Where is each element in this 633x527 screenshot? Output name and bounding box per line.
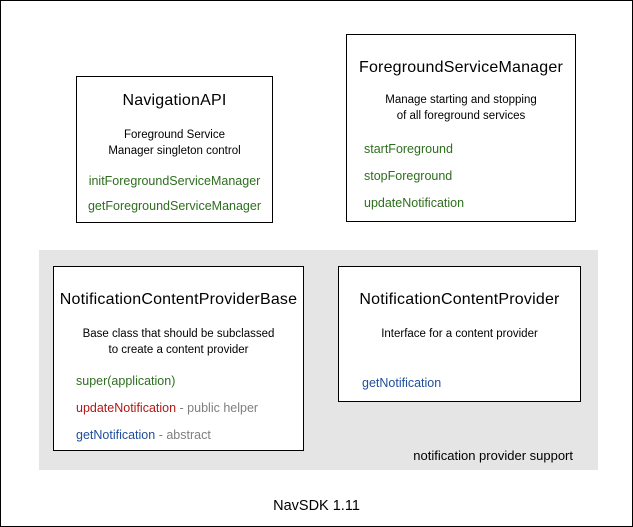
method-initforegroundservicemanager: initForegroundServiceManager <box>88 174 261 188</box>
foregroundservicemanager-description-line: of all foreground services <box>396 110 526 122</box>
navigationapi-description-line: Manager singleton control <box>108 145 241 157</box>
class-box-notificationcontentprovider: NotificationContentProvider Interface fo… <box>338 266 581 402</box>
notificationcontentprovider-title: NotificationContentProvider <box>359 291 560 308</box>
class-box-foregroundservicemanager: ForegroundServiceManager Manage starting… <box>346 34 576 222</box>
navigationapi-methods: initForegroundServiceManager getForegrou… <box>77 175 272 213</box>
method-getnotification-abstract: getNotification - abstract <box>76 429 303 442</box>
sdk-version-label: NavSDK 1.11 <box>273 498 360 514</box>
foregroundservicemanager-title: ForegroundServiceManager <box>358 59 564 76</box>
method-getnotification: getNotification <box>362 376 442 390</box>
method-annotation: - public helper <box>176 401 259 415</box>
method-name: super(application) <box>76 374 176 388</box>
foregroundservicemanager-methods: startForeground stopForeground updateNot… <box>347 143 575 210</box>
foregroundservicemanager-description-line: Manage starting and stopping <box>385 94 537 106</box>
navigationapi-description: Foreground Service Manager singleton con… <box>77 127 272 159</box>
notificationcontentproviderbase-title: NotificationContentProviderBase <box>59 291 298 308</box>
method-annotation: - abstract <box>155 428 211 442</box>
notificationcontentproviderbase-description-line: Base class that should be subclassed <box>82 328 275 340</box>
notificationcontentproviderbase-methods: super(application) updateNotification - … <box>54 375 303 442</box>
navigationapi-description-line: Foreground Service <box>124 129 225 141</box>
class-box-notificationcontentproviderbase: NotificationContentProviderBase Base cla… <box>53 266 304 451</box>
method-startforeground: startForeground <box>364 142 453 156</box>
method-super-application: super(application) <box>76 375 303 388</box>
notificationcontentproviderbase-description-line: to create a content provider <box>108 344 249 356</box>
method-updatenotification: updateNotification <box>364 196 465 210</box>
foregroundservicemanager-description: Manage starting and stopping of all fore… <box>347 92 575 124</box>
method-getforegroundservicemanager: getForegroundServiceManager <box>87 199 262 213</box>
notificationcontentprovider-description: Interface for a content provider <box>339 326 580 342</box>
class-box-navigationapi: NavigationAPI Foreground Service Manager… <box>76 76 273 223</box>
notification-support-panel: NotificationContentProviderBase Base cla… <box>39 250 598 470</box>
method-name: getNotification <box>76 428 156 442</box>
method-updatenotification-public-helper: updateNotification - public helper <box>76 402 303 415</box>
method-stopforeground: stopForeground <box>364 169 453 183</box>
notificationcontentprovider-description-line: Interface for a content provider <box>381 328 538 340</box>
method-name: updateNotification <box>76 401 177 415</box>
panel-label: notification provider support <box>413 448 573 463</box>
notificationcontentproviderbase-description: Base class that should be subclassed to … <box>54 326 303 358</box>
navigationapi-title: NavigationAPI <box>122 92 227 109</box>
notificationcontentprovider-methods: getNotification <box>339 377 580 390</box>
